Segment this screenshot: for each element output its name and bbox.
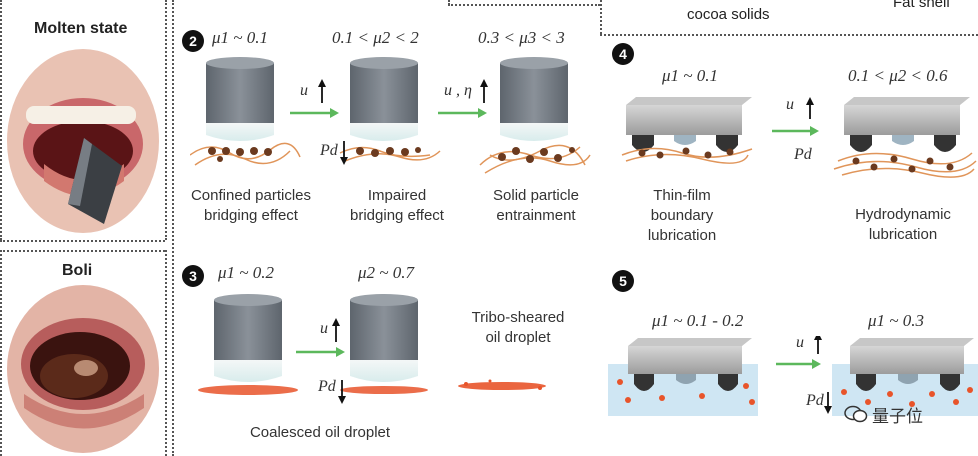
panel-3-mu1: μ1 ~ 0.2 [218,263,274,282]
panel-4-number: 4 [612,43,634,65]
panel-2-mu3: 0.3 < μ3 < 3 [478,28,565,47]
top-strip-left-tick [448,0,450,5]
panel-2-u-eta-label: u , η [444,82,472,99]
panel-5-mu1: μ1 ~ 0.1 - 0.2 [652,311,744,330]
tribo-sheared-label: Tribo-sheared oil droplet [448,308,588,348]
panel-2-caption-1: Confined particles bridging effect [176,186,326,226]
panel-5-illustration [608,336,978,416]
watermark-text: 量子位 [872,407,923,426]
wechat-icon [844,405,868,423]
molten-state-title: Molten state [34,20,128,37]
molten-mouth-photo [7,49,159,233]
block-4 [832,338,978,416]
panel-2-pd-label: Pd [320,142,338,159]
panel-4-caption-1: Thin-film boundary lubrication [622,186,742,246]
caption-line: entrainment [496,207,576,224]
block-3 [608,338,758,416]
caption-line: lubrication [647,227,717,244]
left-divider [172,0,174,456]
probe-1 [206,57,274,141]
left-frame-top-left [0,0,2,240]
panel-4-mu2: 0.1 < μ2 < 0.6 [848,66,948,85]
left-frame-top-bottom [0,240,165,242]
panel-4-pd-label: Pd [794,146,812,163]
caption-line: Thin-film [653,187,711,204]
caption-line: Confined particles [190,187,312,204]
panel-2-caption-2: Impaired bridging effect [332,186,462,226]
top-strip-rule [600,34,978,36]
left-frame-bottom-top [0,250,165,252]
panel-2-mu1: μ1 ~ 0.1 [212,28,268,47]
panel-3-u-label: u [320,320,328,337]
panel-5-u-label: u [796,334,804,351]
caption-line: bridging effect [350,207,444,224]
panel-4-caption-2: Hydrodynamic lubrication [838,205,968,245]
left-frame-bottom-left [0,250,2,456]
panel-2-mu2: 0.1 < μ2 < 2 [332,28,419,47]
caption-line: lubrication [868,226,938,243]
caption-line: Tribo-sheared [471,309,565,326]
panel-3-caption: Coalesced oil droplet [249,424,391,441]
cocoa-solids-label: cocoa solids [687,6,770,23]
caption-line: oil droplet [485,329,551,346]
panel-2-u-label: u [300,82,308,99]
left-frame-bottom-right [165,250,167,456]
panel-5-pd-label: Pd [806,392,824,409]
caption-line: Hydrodynamic [855,206,951,223]
left-frame-top-right [165,0,167,240]
caption-line: Impaired [367,187,427,204]
top-strip-bottom-line [448,4,600,6]
panel-3-pd-label: Pd [318,378,336,395]
fat-shell-label: Fat shell [893,0,950,11]
panel-5-mu2: μ1 ~ 0.3 [868,311,924,330]
panel-5-number: 5 [612,270,634,292]
panel-4-u-label: u [786,96,794,113]
boli-mouth-photo [7,285,159,453]
panel-3-mu2: μ2 ~ 0.7 [358,263,414,282]
panel-2-number: 2 [182,30,204,52]
block-2 [844,97,970,152]
panel-3-number: 3 [182,265,204,287]
caption-line: bridging effect [204,207,298,224]
panel-4-mu1: μ1 ~ 0.1 [662,66,718,85]
panel-4-illustration [621,97,977,178]
probe-3 [500,57,568,141]
panel-3-illustration [198,294,546,404]
probe-5 [340,294,428,394]
panel-2-caption-3: Solid particle entrainment [472,186,600,226]
probe-4 [198,294,298,395]
top-strip-divider [600,0,602,34]
boli-title: Boli [62,262,93,279]
tribo-droplet [458,379,546,390]
caption-line: Solid particle [493,187,579,204]
block-1 [626,97,752,152]
caption-line: boundary [650,207,714,224]
probe-2 [350,57,418,141]
panel-2-illustration [190,57,591,174]
